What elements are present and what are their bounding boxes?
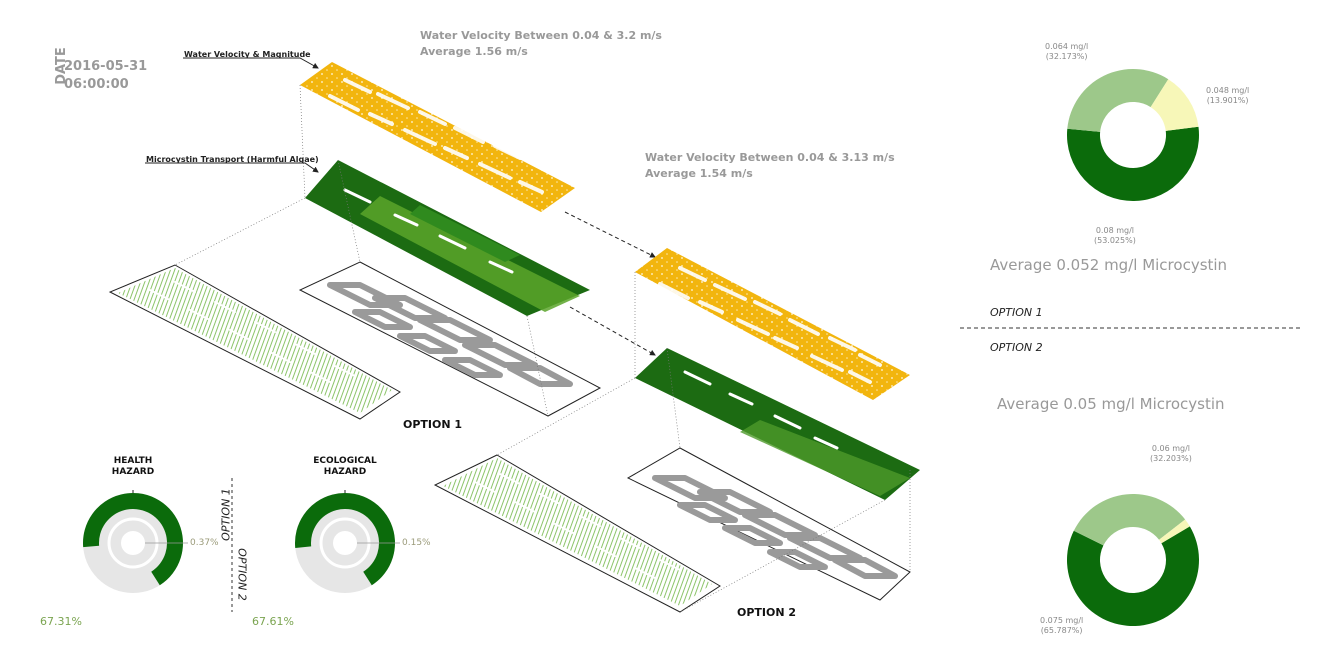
hazard-axis-option2: OPTION 2 [235, 548, 249, 601]
option1-velocity-line1: Water Velocity Between 0.04 & 3.2 m/s [420, 29, 662, 42]
pie1-slice2-pct: (32.173%) [1045, 52, 1088, 61]
date-value: 2016-05-31 06:00:00 [64, 58, 147, 94]
pie1-slice-3 [1150, 79, 1199, 131]
pie1-slice-1 [1067, 126, 1199, 201]
option-arrows [564, 211, 656, 356]
option1-hatch-layer [108, 264, 401, 420]
pie2-slice1-label: 0.075 mg/l [1040, 616, 1084, 625]
option2-velocity-caption: Water Velocity Between 0.04 & 3.13 m/s A… [645, 150, 895, 182]
pie1-slice3-pct: (13.901%) [1206, 96, 1249, 105]
ecological-hazard-inner-pct: 0.15% [402, 538, 431, 548]
ecological-hazard-title: ECOLOGICAL HAZARD [310, 456, 380, 478]
microcystin-layer-label: Microcystin Transport (Harmful Algae) [146, 155, 319, 164]
pie1-label-008: 0.08 mg/l (53.025%) [1094, 226, 1136, 246]
pie-option1 [1067, 68, 1199, 201]
option1-velocity-caption: Water Velocity Between 0.04 & 3.2 m/s Av… [420, 28, 662, 60]
pie1-slice-2 [1067, 68, 1169, 132]
ecological-hole [333, 531, 357, 555]
pie2-slice-1 [1067, 526, 1200, 627]
pie1-slice1-label: 0.08 mg/l [1095, 226, 1134, 235]
health-outer-arc [83, 493, 183, 586]
option2-stack-label: OPTION 2 [737, 606, 797, 619]
pie1-slice3-label: 0.048 mg/l [1206, 86, 1250, 95]
pie2-slice2-pct: (32.203%) [1150, 454, 1192, 463]
health-hazard-title-line1: HEALTH [113, 456, 153, 466]
option1-velocity-line2: Average 1.56 m/s [420, 45, 528, 58]
health-hazard-title-line2: HAZARD [111, 467, 155, 477]
velocity-layer-label: Water Velocity & Magnitude [184, 50, 311, 59]
option2-contour-layer [626, 447, 911, 601]
pie2-slice-2 [1073, 493, 1186, 546]
option1-contour-layer [298, 261, 602, 417]
health-hole [121, 531, 145, 555]
option1-velocity-layer [300, 62, 575, 212]
health-hazard-outer-pct: 67.31% [40, 615, 82, 628]
pie2-label-006: 0.06 mg/l (32.203%) [1150, 444, 1192, 464]
date-text: 2016-05-31 [64, 59, 148, 74]
pie-option2 [1067, 493, 1200, 627]
ecological-hazard-title-line2: HAZARD [323, 467, 367, 477]
health-hazard-donut [83, 493, 188, 593]
ecological-hazard-title-line1: ECOLOGICAL [313, 456, 377, 466]
option2-velocity-layer [635, 248, 910, 400]
pie1-label-0048: 0.048 mg/l (13.901%) [1206, 86, 1249, 106]
option2-velocity-line1: Water Velocity Between 0.04 & 3.13 m/s [645, 151, 895, 164]
time-text: 06:00:00 [64, 77, 129, 92]
pie2-slice-3 [1159, 519, 1190, 544]
hazard-axis-option1: OPTION 1 [219, 488, 233, 541]
pie2-slice1-pct: (65.787%) [1040, 626, 1083, 635]
option2-velocity-line2: Average 1.54 m/s [645, 167, 753, 180]
pie1-label-0064: 0.064 mg/l (32.173%) [1045, 42, 1088, 62]
option2-average: Average 0.05 mg/l Microcystin [997, 395, 1225, 413]
pie2-slice2-label: 0.06 mg/l [1151, 444, 1190, 453]
right-option2-label: OPTION 2 [990, 341, 1043, 354]
option2-hatch-layer [433, 454, 721, 613]
health-hazard-inner-pct: 0.37% [190, 538, 219, 548]
option1-connector-lines [174, 84, 549, 417]
ecological-outer-arc [295, 493, 395, 586]
layer-label-leaders [145, 57, 319, 173]
right-option1-label: OPTION 1 [990, 306, 1043, 319]
ecological-hazard-outer-pct: 67.61% [252, 615, 294, 628]
ecological-hazard-donut [295, 493, 400, 593]
option2-microcystin-layer [635, 348, 920, 500]
option2-connector-lines [496, 272, 911, 613]
pie2-label-0075: 0.075 mg/l (65.787%) [1040, 616, 1083, 636]
pie1-slice1-pct: (53.025%) [1094, 236, 1136, 245]
health-hazard-title: HEALTH HAZARD [108, 456, 158, 478]
option1-microcystin-layer [305, 160, 590, 316]
option1-stack-label: OPTION 1 [403, 418, 463, 431]
option1-average: Average 0.052 mg/l Microcystin [990, 256, 1228, 274]
pie1-slice2-label: 0.064 mg/l [1045, 42, 1089, 51]
